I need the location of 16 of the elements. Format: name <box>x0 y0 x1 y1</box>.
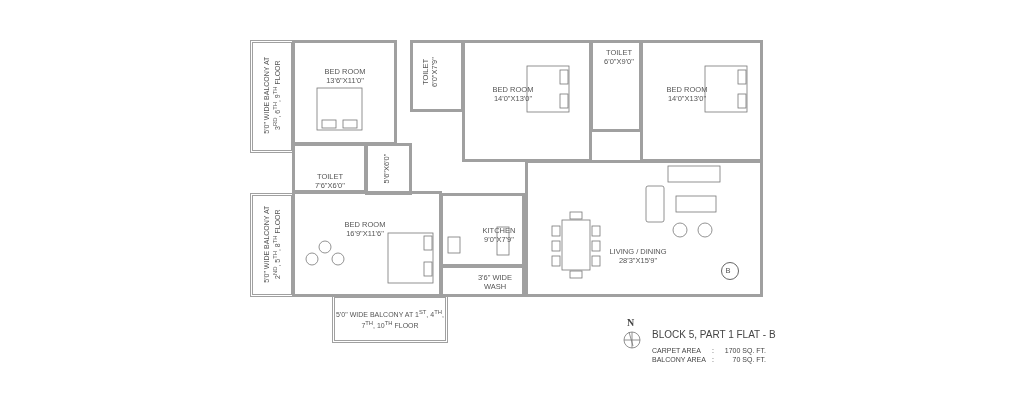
room-area <box>365 143 412 195</box>
balcony-area <box>250 193 294 297</box>
room-area <box>440 265 525 297</box>
balcony-area <box>250 40 294 153</box>
room-area <box>292 143 367 193</box>
room-area <box>525 160 763 297</box>
room-area <box>292 40 397 145</box>
room-area <box>440 193 525 267</box>
room-area <box>640 40 763 162</box>
room-area <box>292 191 442 297</box>
room-area <box>462 40 592 162</box>
room-area <box>410 40 464 112</box>
plan-title: BLOCK 5, PART 1 FLAT - B <box>652 329 776 340</box>
room-area <box>590 40 642 132</box>
north-letter: N <box>627 317 635 328</box>
balcony-area <box>332 295 448 343</box>
